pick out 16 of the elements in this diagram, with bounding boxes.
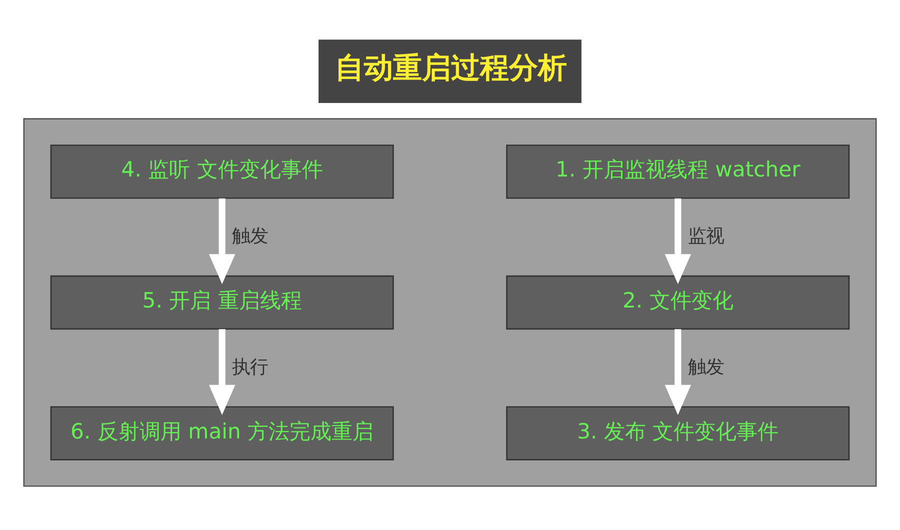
node-box: 6. 反射调用 main 方法完成重启 (50, 406, 394, 460)
node-box: 1. 开启监视线程 watcher (506, 144, 850, 198)
node-box: 5. 开启 重启线程 (50, 274, 394, 330)
node-box: 2. 文件变化 (506, 274, 850, 330)
edge-label: 执行 (232, 356, 268, 378)
cluster (23, 118, 877, 486)
arrow (208, 328, 236, 414)
edge-label: 触发 (688, 356, 724, 378)
arrow (208, 198, 236, 284)
node-box: 4. 监听 文件变化事件 (50, 144, 394, 198)
arrow (664, 328, 692, 414)
edge-label: 触发 (232, 225, 268, 246)
edge-label: 监视 (688, 225, 724, 246)
node-box: 3. 发布 文件变化事件 (506, 406, 850, 460)
diagram-title: 自动重启过程分析 (335, 50, 568, 84)
arrow (664, 198, 692, 284)
